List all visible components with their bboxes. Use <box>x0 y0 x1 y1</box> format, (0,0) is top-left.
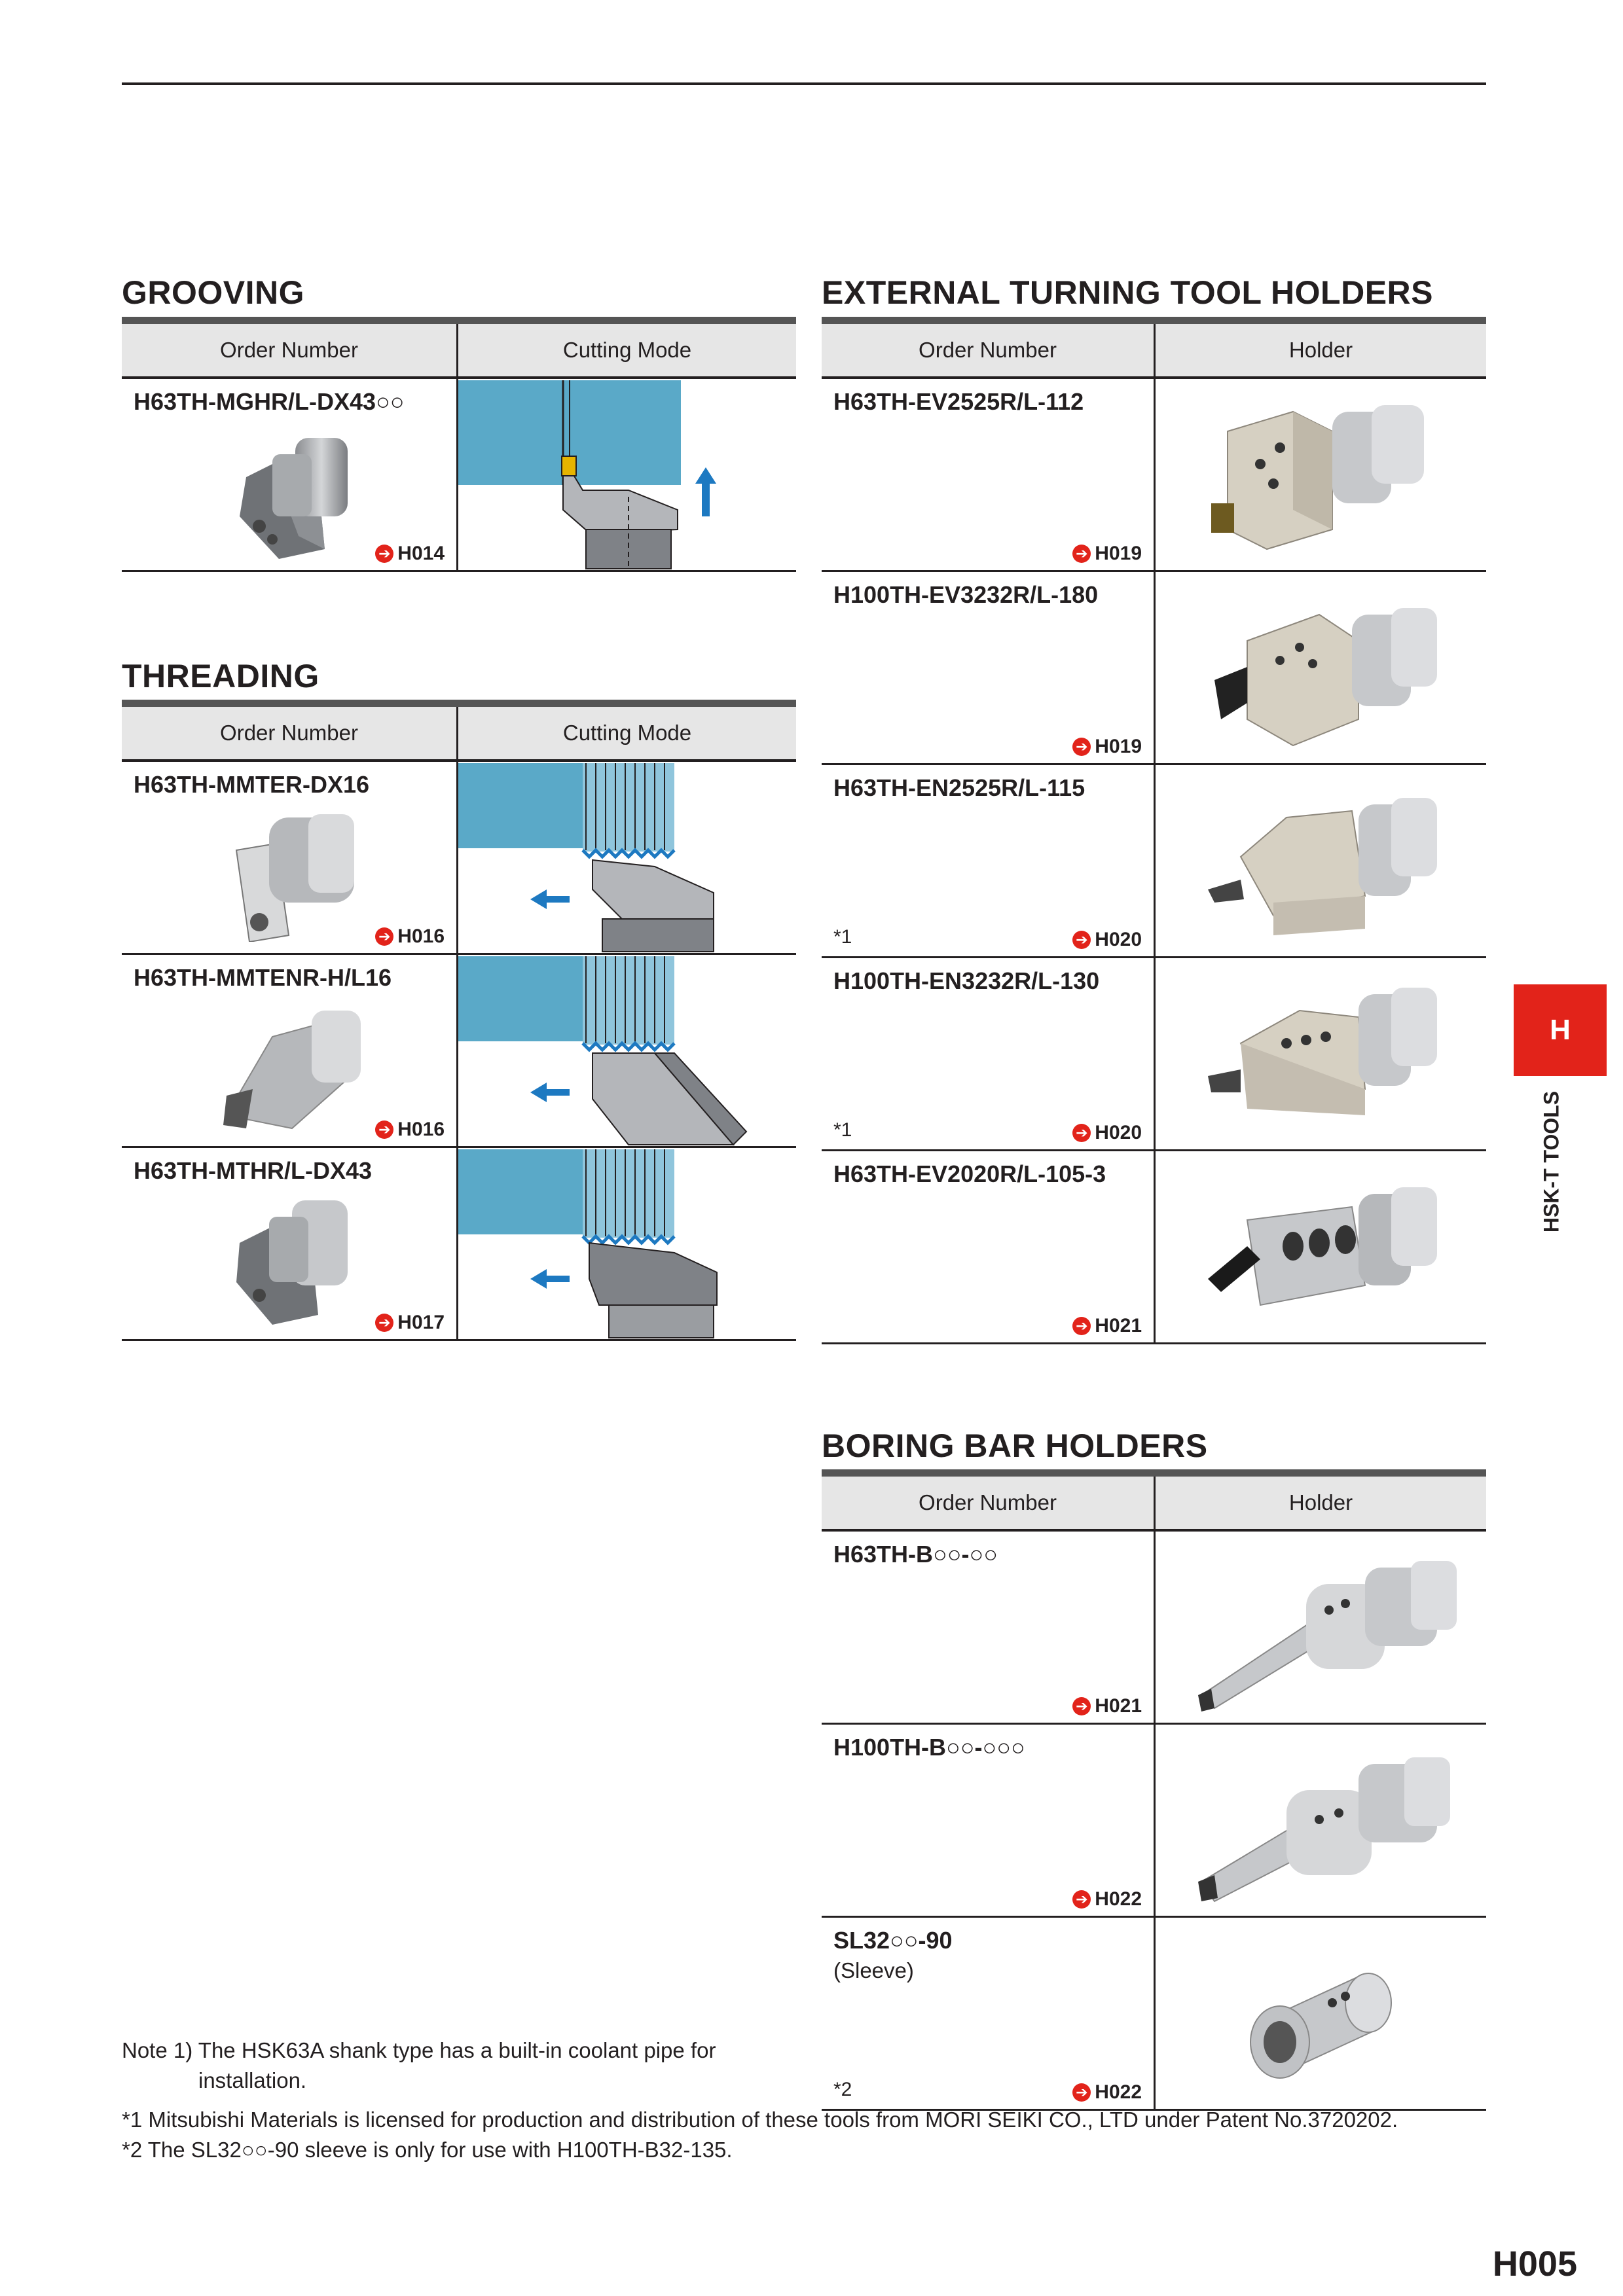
page-reference[interactable]: ➔H022 <box>1072 1888 1142 1910</box>
boring-table: Order Number Holder H63TH-B○○-○○ ➔H021 H… <box>822 1469 1486 2111</box>
grooving-table: Order Number Cutting Mode H63TH-MGHR/L-D… <box>122 317 796 572</box>
arrow-right-icon: ➔ <box>1072 2083 1091 2102</box>
arrow-right-icon: ➔ <box>375 927 394 946</box>
grooving-col-order: Order Number <box>122 324 458 376</box>
page-reference[interactable]: ➔H016 <box>375 925 445 948</box>
external-table: Order Number Holder H63TH-EV2525R/L-112 … <box>822 317 1486 1344</box>
order-number: H63TH-EN2525R/L-115 <box>833 774 1085 801</box>
external-holder-image-3 <box>1208 798 1437 935</box>
page-reference[interactable]: ➔H021 <box>1072 1695 1142 1717</box>
section-tab-h[interactable]: H <box>1514 984 1607 1076</box>
grooving-title: GROOVING <box>122 274 305 311</box>
table-row: H63TH-B○○-○○ ➔H021 <box>822 1532 1486 1725</box>
order-number: H63TH-MGHR/L-DX43○○ <box>134 388 405 415</box>
external-col-order: Order Number <box>822 324 1156 376</box>
footnote-2: *2 The SL32○○-90 sleeve is only for use … <box>122 2138 733 2162</box>
footnote-mark: *1 <box>833 926 852 948</box>
order-number: H100TH-B○○-○○○ <box>833 1734 1025 1761</box>
table-row: H63TH-MGHR/L-DX43○○ ➔H014 <box>122 379 796 572</box>
external-col-holder: Holder <box>1288 338 1353 362</box>
note: Note 1) The HSK63A shank type has a buil… <box>122 2038 716 2092</box>
order-number: H63TH-MTHR/L-DX43 <box>134 1157 373 1184</box>
threading-title: THREADING <box>122 658 319 694</box>
threading-col-mode: Cutting Mode <box>562 721 692 745</box>
footnote-1: *1 Mitsubishi Materials is licensed for … <box>122 2108 1398 2132</box>
threading-cutting-mode-diagram-1 <box>458 763 714 952</box>
external-holder-image-4 <box>1208 988 1437 1115</box>
section-label: HSK-T TOOLS <box>1539 1090 1563 1233</box>
order-number: H63TH-EV2020R/L-105-3 <box>833 1160 1106 1187</box>
grooving-holder-image <box>240 438 348 559</box>
table-row: H63TH-EN2525R/L-115 *1 ➔H020 <box>822 765 1486 958</box>
arrow-right-icon: ➔ <box>375 1314 394 1332</box>
table-row: SL32○○-90 (Sleeve) *2 ➔H022 <box>822 1918 1486 2111</box>
boring-col-holder: Holder <box>1288 1490 1353 1515</box>
threading-holder-image-2 <box>223 1011 361 1130</box>
external-holder-image-5 <box>1208 1187 1437 1306</box>
footnote-mark: *1 <box>833 1119 852 1141</box>
page-reference[interactable]: ➔H022 <box>1072 2081 1142 2104</box>
threading-holder-image-1 <box>235 814 354 942</box>
table-row: H100TH-B○○-○○○ ➔H022 <box>822 1725 1486 1918</box>
arrow-right-icon: ➔ <box>1072 545 1091 563</box>
footnote-mark: *2 <box>833 2079 852 2100</box>
page-reference[interactable]: ➔H016 <box>375 1119 445 1141</box>
grooving-cutting-mode-diagram <box>458 380 716 569</box>
order-number: H63TH-EV2525R/L-112 <box>833 388 1084 415</box>
external-holder-image-2 <box>1214 608 1437 747</box>
order-number: H100TH-EV3232R/L-180 <box>833 581 1099 608</box>
threading-holder-image-3 <box>236 1200 348 1325</box>
arrow-right-icon: ➔ <box>1072 1697 1091 1715</box>
page-reference[interactable]: ➔H021 <box>1072 1315 1142 1337</box>
page-reference[interactable]: ➔H020 <box>1072 929 1142 951</box>
sleeve-image <box>1250 1973 1392 2079</box>
table-row: H63TH-MMTER-DX16 ➔H016 <box>122 762 796 955</box>
page-reference[interactable]: ➔H020 <box>1072 1122 1142 1144</box>
table-row: H63TH-MTHR/L-DX43 ➔H017 <box>122 1148 796 1341</box>
order-note: (Sleeve) <box>833 1958 914 1982</box>
threading-table: Order Number Cutting Mode H63TH-MMTER-DX… <box>122 700 796 1341</box>
order-number: H100TH-EN3232R/L-130 <box>833 967 1100 994</box>
arrow-right-icon: ➔ <box>375 545 394 563</box>
page-reference[interactable]: ➔H019 <box>1072 736 1142 758</box>
order-number: H63TH-B○○-○○ <box>833 1541 998 1568</box>
boring-col-order: Order Number <box>822 1477 1156 1529</box>
arrow-right-icon: ➔ <box>375 1121 394 1139</box>
arrow-right-icon: ➔ <box>1072 1890 1091 1909</box>
boring-holder-image-1 <box>1198 1561 1457 1712</box>
table-row: H63TH-EV2525R/L-112 ➔H019 <box>822 379 1486 572</box>
page-reference[interactable]: ➔H014 <box>375 543 445 565</box>
external-title: EXTERNAL TURNING TOOL HOLDERS <box>822 274 1434 311</box>
arrow-right-icon: ➔ <box>1072 1317 1091 1335</box>
table-row: H100TH-EN3232R/L-130 *1 ➔H020 <box>822 958 1486 1151</box>
order-number: SL32○○-90 <box>833 1927 953 1954</box>
page-reference[interactable]: ➔H017 <box>375 1312 445 1334</box>
table-row: H100TH-EV3232R/L-180 ➔H019 <box>822 572 1486 765</box>
arrow-right-icon: ➔ <box>1072 1124 1091 1142</box>
page-number: H005 <box>1492 2244 1577 2284</box>
threading-cutting-mode-diagram-2 <box>458 956 748 1146</box>
threading-col-order: Order Number <box>122 707 458 759</box>
boring-title: BORING BAR HOLDERS <box>822 1427 1208 1464</box>
threading-cutting-mode-diagram-3 <box>458 1149 718 1338</box>
page-reference[interactable]: ➔H019 <box>1072 543 1142 565</box>
boring-holder-image-2 <box>1198 1757 1450 1903</box>
order-number: H63TH-MMTENR-H/L16 <box>134 964 392 991</box>
table-row: H63TH-EV2020R/L-105-3 ➔H021 <box>822 1151 1486 1344</box>
external-holder-image-1 <box>1211 405 1424 550</box>
top-rule <box>122 82 1486 85</box>
table-row: H63TH-MMTENR-H/L16 ➔H016 <box>122 955 796 1148</box>
arrow-right-icon: ➔ <box>1072 738 1091 756</box>
order-number: H63TH-MMTER-DX16 <box>134 771 370 798</box>
grooving-col-mode: Cutting Mode <box>562 338 692 362</box>
arrow-right-icon: ➔ <box>1072 931 1091 949</box>
